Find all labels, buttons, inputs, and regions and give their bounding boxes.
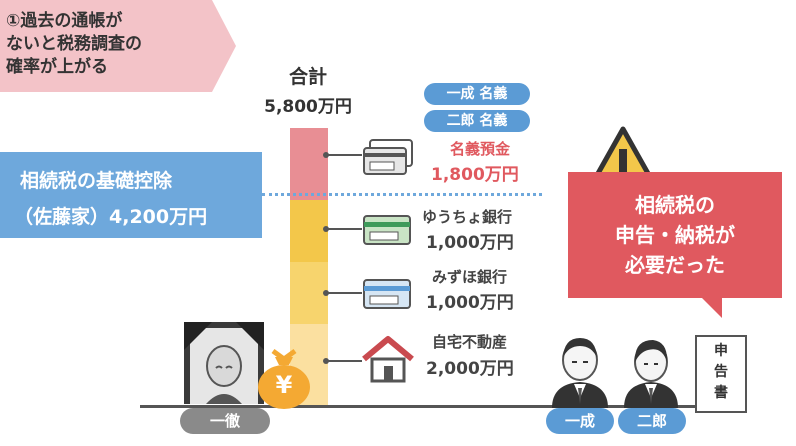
- asset-value-nominee-deposit: 1,800万円: [431, 165, 519, 185]
- leader-line: [326, 154, 362, 156]
- total-label: 合計: [288, 66, 327, 88]
- heir-jiro-name-tag: 二郎: [618, 408, 686, 434]
- holder-pill-issei: 一成 名義: [424, 83, 530, 105]
- money-bag-icon: [258, 348, 310, 409]
- tax-return-document: 申 告 書: [695, 335, 747, 413]
- document-char-2: 告: [714, 364, 728, 380]
- asset-value-yucho: 1,000万円: [426, 233, 514, 253]
- asset-name-home: 自宅不動産: [432, 333, 508, 351]
- deceased-portrait-icon: [184, 322, 264, 404]
- deduction-amount: （佐藤家）4,200万円: [14, 206, 208, 228]
- asset-value-mizuho: 1,000万円: [426, 293, 514, 313]
- house-icon: [362, 336, 414, 383]
- deduction-threshold-line: [262, 193, 542, 196]
- asset-name-yucho: ゆうちょ銀行: [422, 208, 513, 226]
- heir-issei-name-tag: 一成: [546, 408, 614, 434]
- bar-segment-nominee-deposit: [290, 128, 328, 200]
- document-char-3: 書: [714, 385, 728, 401]
- warning-bubble: [568, 172, 782, 298]
- callout-text: ①過去の通帳が ないと税務調査の 確率が上がる: [6, 10, 221, 79]
- leader-line: [326, 228, 362, 230]
- bar-segment-mizuho: [290, 262, 328, 324]
- leader-line: [326, 292, 362, 294]
- bank-cards-icon: [363, 139, 413, 175]
- basic-deduction-box: 相続税の基礎控除 （佐藤家）4,200万円: [0, 152, 262, 238]
- document-label: 申 告 書: [697, 341, 745, 404]
- warning-line-2: 申告・納税が: [615, 223, 735, 247]
- bank-card-icon: [363, 279, 411, 309]
- ground-line: [140, 405, 740, 408]
- asset-value-home: 2,000万円: [426, 359, 514, 379]
- asset-name-mizuho: みずほ銀行: [432, 268, 508, 286]
- warning-bubble-tail: [700, 296, 722, 318]
- asset-name-nominee-deposit: 名義預金: [450, 140, 511, 158]
- deceased-name-tag: 一徹: [180, 408, 270, 434]
- bank-card-icon: [363, 215, 411, 245]
- heir-issei-icon: [552, 338, 608, 408]
- callout-banner: [0, 0, 236, 92]
- holder-pill-jiro: 二郎 名義: [424, 110, 530, 132]
- warning-line-3: 必要だった: [625, 253, 725, 277]
- callout-line-1: ①過去の通帳が: [6, 11, 123, 31]
- bar-segment-yucho: [290, 200, 328, 262]
- warning-text: 相続税の 申告・納税が 必要だった: [568, 190, 782, 280]
- document-char-1: 申: [714, 343, 728, 359]
- deduction-title: 相続税の基礎控除: [20, 170, 173, 192]
- heir-jiro-icon: [624, 340, 678, 408]
- warning-line-1: 相続税の: [635, 193, 715, 217]
- callout-line-2: ないと税務調査の: [6, 34, 142, 54]
- total-value: 5,800万円: [264, 97, 352, 117]
- yen-symbol: ¥: [275, 371, 293, 399]
- callout-line-3: 確率が上がる: [6, 57, 108, 77]
- leader-line: [326, 360, 362, 362]
